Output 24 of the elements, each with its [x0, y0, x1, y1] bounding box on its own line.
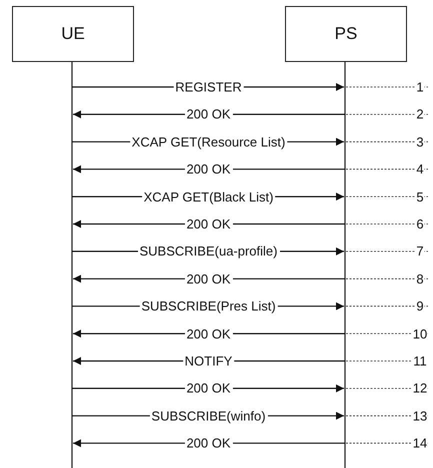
step-number: 1 [415, 80, 425, 94]
message-label: 200 OK [184, 106, 233, 122]
step-number: 8 [415, 271, 425, 286]
step-number: 6 [415, 216, 425, 232]
message-label: 200 OK [184, 216, 233, 232]
message-label: 200 OK [184, 271, 233, 286]
message-label: NOTIFY [182, 354, 234, 368]
participant-box: PS [285, 6, 407, 62]
message-label: SUBSCRIBE(ua-profile) [138, 244, 280, 259]
step-number: 13 [412, 408, 428, 424]
message-label: REGISTER [173, 80, 244, 94]
step-number: 9 [415, 298, 425, 314]
message-label: 200 OK [184, 436, 233, 451]
step-number: 10 [412, 326, 428, 342]
message-label: XCAP GET(Black List) [142, 189, 276, 204]
participant-box: UE [12, 6, 134, 62]
step-number: 3 [415, 134, 425, 150]
step-number: 11 [412, 354, 428, 368]
message-label: XCAP GET(Resource List) [130, 134, 288, 150]
message-label: SUBSCRIBE(winfo) [149, 408, 268, 424]
message-label: 200 OK [184, 380, 233, 396]
message-label: 200 OK [184, 162, 233, 177]
message-label: 200 OK [184, 326, 233, 342]
message-label: SUBSCRIBE(Pres List) [139, 298, 278, 314]
